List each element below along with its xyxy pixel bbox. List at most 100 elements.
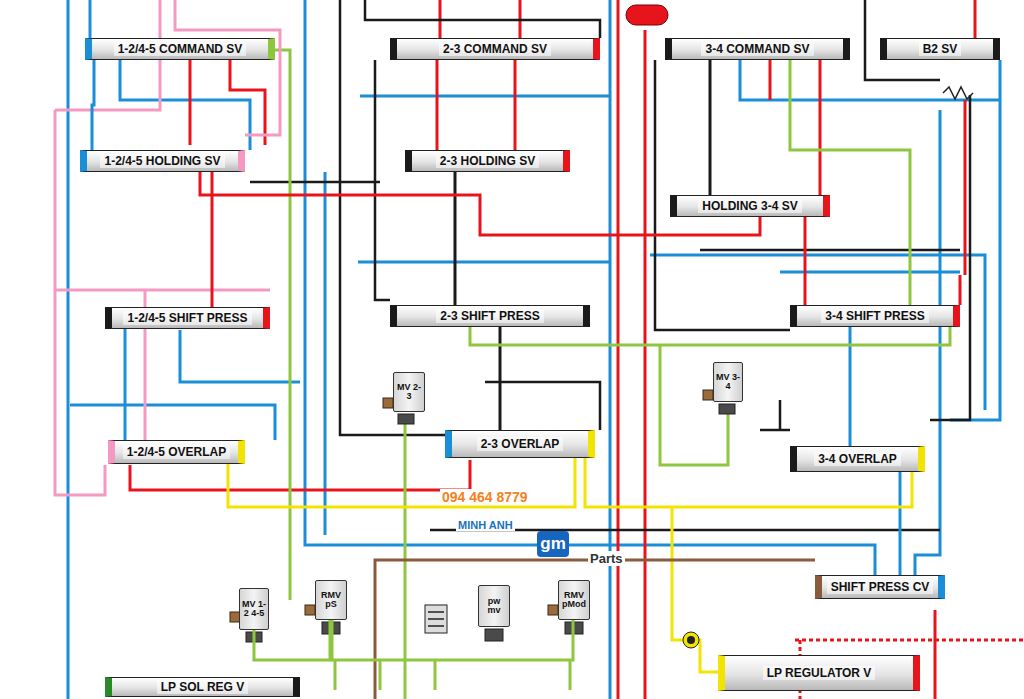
hydraulic-line [499,327,502,430]
valve-label: B2 SV [919,42,962,56]
blue-pipe [67,0,70,699]
red-pipe [770,60,820,195]
valve-label: LP SOL REG V [157,680,249,694]
valve-label: 3-4 SHIFT PRESS [821,309,928,323]
valve-label: pw mv [482,597,506,616]
red-pipe [934,610,937,699]
check-ball [683,632,699,648]
filter-symbol [428,612,444,626]
red-pipe [644,30,647,699]
solenoid-valve: MV 3-4 [713,362,743,402]
spool-valve: LP SOL REG V [105,677,300,697]
accumulator [626,5,668,25]
hydraulic-line [92,60,94,150]
solenoid-valve: RMV pMod [558,580,590,620]
blue-pipe [358,261,610,264]
valve-label: LP REGULATOR V [763,666,876,680]
spring-symbol [943,87,973,99]
blue-pipe [609,0,612,699]
valve-label: 1-2/4-5 COMMAND SV [114,42,247,56]
black-pipe [700,249,960,252]
logo-text: gm [537,531,569,557]
spool-valve: 1-2/4-5 COMMAND SV [85,38,275,60]
valve-label: 1-2/4-5 OVERLAP [123,445,230,459]
blue-pipe [650,255,985,410]
blue-pipe [324,172,327,535]
spool-valve: 1-2/4-5 OVERLAP [108,440,245,464]
green-pipe [335,660,570,690]
solenoid-valve: MV 1-2 4-5 [239,588,269,630]
solenoid-valve: RMV pS [315,580,347,620]
spool-valve: 3-4 COMMAND SV [665,38,850,60]
hydraulic-line [790,60,910,305]
valve-label: 2-3 COMMAND SV [439,42,551,56]
red-pipe [960,100,965,305]
black-pipe [485,382,600,430]
watermark-text: MINH ANH [456,519,515,531]
valve-label: MV 2-3 [397,383,421,402]
valve-label: RMV pMod [562,591,586,610]
black-pipe [375,60,390,300]
spool-valve: HOLDING 3-4 SV [670,195,830,217]
solenoid-connector [305,605,315,615]
black-pipe [760,400,790,430]
spool-valve: 2-3 COMMAND SV [390,38,600,60]
black-pipe [250,181,380,184]
blue-pipe [915,110,940,575]
hydraulic-line [436,60,439,150]
watermark-text: Parts [588,551,625,566]
solenoid-valve: MV 2-3 [393,372,425,412]
pink-pipe [55,290,270,440]
valve-label: 2-3 HOLDING SV [436,154,539,168]
blue-pipe [89,0,92,38]
blue-pipe [950,60,1000,420]
spool-valve: SHIFT PRESS CV [815,575,945,599]
blue-pipe [180,330,300,382]
hydraulic-line [709,60,712,195]
black-pipe [365,0,600,38]
valve-label: MV 3-4 [716,373,740,392]
spool-valve: LP REGULATOR V [718,655,920,691]
watermark-text: 094 464 8779 [440,489,530,505]
valve-label: RMV pS [319,591,343,610]
black-pipe [930,95,970,420]
hydraulic-line [454,172,457,305]
black-pipe [340,0,445,435]
check-ball [687,636,695,644]
green-pipe [275,50,290,600]
solenoid-valve: pw mv [478,585,510,627]
solenoid-connector [548,605,558,615]
hydraulic-line [804,217,807,305]
hydraulic-line [124,329,127,440]
hydraulic-line [211,172,214,307]
spool-valve: 2-3 OVERLAP [445,430,595,458]
red-pipe [514,60,517,150]
red-pipe [190,60,265,145]
hydraulic-line [899,472,902,575]
spool-valve: B2 SV [880,38,1000,60]
solenoid-plug [485,629,503,641]
valve-label: 2-3 OVERLAP [477,437,564,451]
spool-valve: 3-4 OVERLAP [790,446,925,472]
valve-label: 3-4 COMMAND SV [701,42,813,56]
red-pipe [974,0,977,38]
red-pipe [130,460,470,490]
filter-symbol [425,605,447,633]
solenoid-connector [383,398,393,408]
valve-label: 3-4 OVERLAP [814,452,901,466]
valve-label: HOLDING 3-4 SV [698,199,801,213]
spool-valve: 1-2/4-5 HOLDING SV [80,150,245,172]
spool-valve: 2-3 SHIFT PRESS [390,305,590,327]
solenoid-connector [703,390,713,400]
valve-label: SHIFT PRESS CV [827,580,934,594]
hydraulic-line [470,327,950,345]
valve-label: 1-2/4-5 SHIFT PRESS [123,311,251,325]
spool-valve: 1-2/4-5 SHIFT PRESS [105,307,270,329]
valve-label: MV 1-2 4-5 [242,600,266,619]
valve-label: 1-2/4-5 HOLDING SV [100,154,224,168]
hydraulic-line [228,458,575,507]
hydraulic-line [332,620,573,660]
spool-valve: 3-4 SHIFT PRESS [790,305,960,327]
blue-pipe [360,95,610,98]
solenoid-plug [398,414,414,424]
